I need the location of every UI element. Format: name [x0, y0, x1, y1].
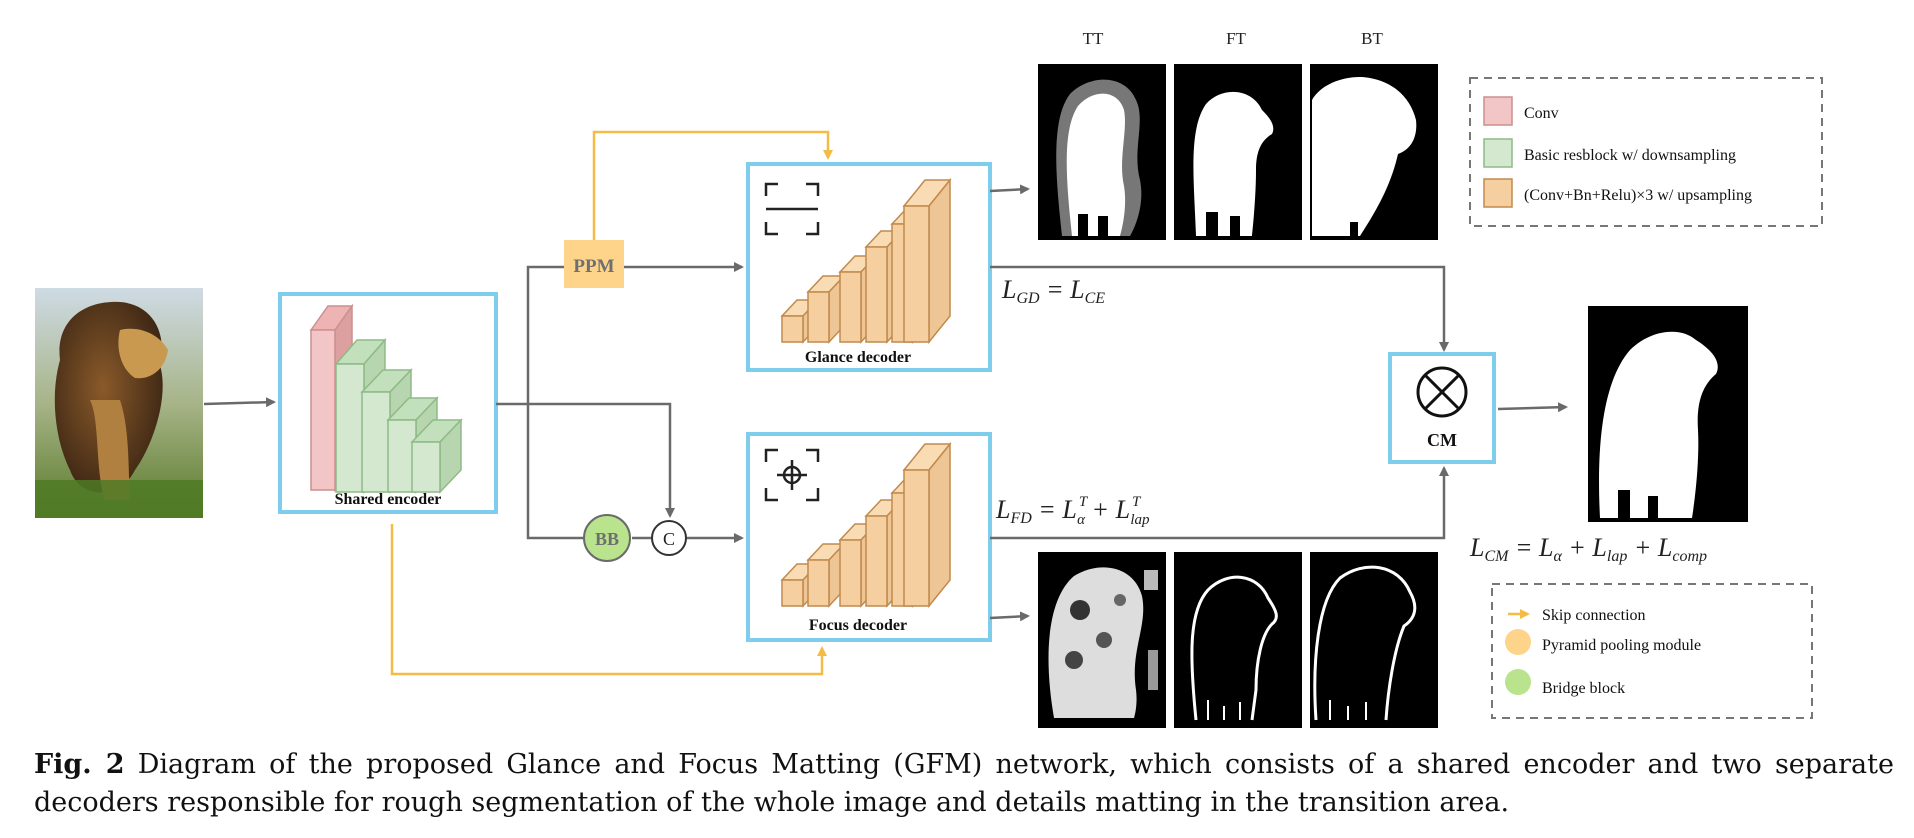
legend-skip-label: Skip connection: [1542, 607, 1646, 624]
concat-node: C: [651, 520, 687, 556]
cm-block: CM: [1388, 352, 1496, 464]
concat-label: C: [663, 529, 675, 549]
legend-bottom: Skip connection Pyramid pooling module B…: [1491, 583, 1813, 719]
gfm-diagram: Shared encoder Glance decoder: [35, 29, 1823, 728]
cm-label: CM: [1427, 430, 1457, 450]
legend-top: Conv Basic resblock w/ downsampling (Con…: [1469, 77, 1823, 227]
focus-output-bt: [1310, 552, 1438, 728]
glance-output-ft: [1174, 64, 1302, 240]
legend-resblock-label: Basic resblock w/ downsampling: [1524, 147, 1736, 164]
shared-encoder-label: Shared encoder: [335, 491, 442, 508]
glance-upsampling-layers: [780, 177, 952, 345]
bridge-block: BB: [583, 514, 631, 562]
legend-ppm-label: Pyramid pooling module: [1542, 637, 1701, 654]
final-alpha-matte: [1588, 306, 1748, 522]
loss-gd-label: LGD = LCE: [1001, 275, 1105, 307]
focus-decoder-label: Focus decoder: [809, 617, 907, 634]
focus-output-ft: [1174, 552, 1302, 728]
legend-conv-label: Conv: [1524, 105, 1559, 122]
legend-bb-swatch: [1505, 669, 1531, 695]
glance-output-bt: [1310, 64, 1438, 240]
shared-encoder-block: Shared encoder: [278, 292, 498, 514]
focus-target-icon: [764, 448, 820, 502]
focus-decoder-block: Focus decoder: [746, 432, 992, 642]
glance-output-tt: [1038, 64, 1166, 240]
legend-bb-label: Bridge block: [1542, 680, 1625, 697]
ppm-label: PPM: [573, 256, 614, 277]
bb-label: BB: [595, 529, 619, 549]
col-label-tt: TT: [1083, 29, 1104, 48]
ppm-block: PPM: [564, 240, 624, 288]
col-label-ft: FT: [1226, 29, 1246, 48]
focus-upsampling-layers: [780, 441, 952, 609]
caption-label: Fig. 2: [34, 749, 125, 780]
skip-connections: [390, 130, 833, 676]
legend-resblock-swatch: [1483, 138, 1513, 168]
legend-conv-swatch: [1483, 96, 1513, 126]
caption-text: Diagram of the proposed Glance and Focus…: [34, 749, 1894, 818]
focus-output-tt: [1038, 552, 1166, 728]
loss-cm-label: LCM = Lα + Llap + Lcomp: [1469, 533, 1707, 565]
col-label-bt: BT: [1361, 29, 1383, 48]
glance-decoder-block: Glance decoder: [746, 162, 992, 372]
glance-frame-icon: [764, 182, 820, 236]
input-image: [35, 288, 203, 518]
glance-decoder-label: Glance decoder: [805, 349, 911, 366]
legend-upsampling-swatch: [1483, 178, 1513, 208]
legend-upsampling-label: (Conv+Bn+Relu)×3 w/ upsampling: [1524, 187, 1752, 204]
figure-caption: Fig. 2 Diagram of the proposed Glance an…: [34, 746, 1894, 822]
flow-arrows: [203, 184, 1568, 622]
legend-ppm-swatch: [1505, 629, 1531, 655]
resblock-layers: [334, 338, 463, 494]
